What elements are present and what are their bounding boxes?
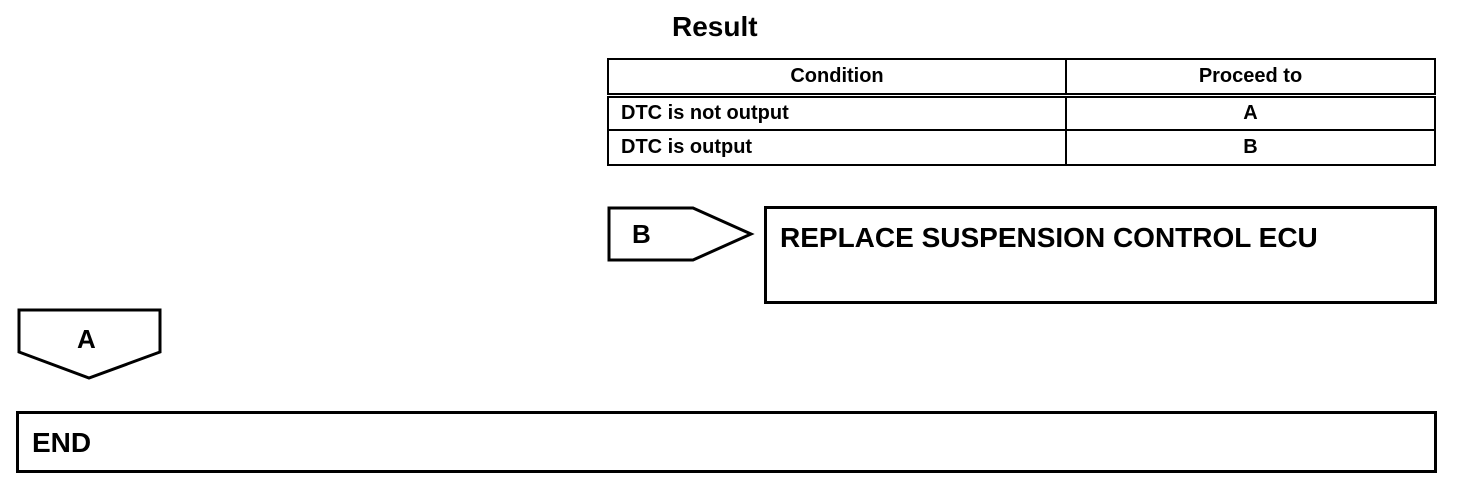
branch-b-arrow-shape [607,206,755,262]
proceed-to-cell: A [1065,94,1436,131]
table-row: DTC is not output A [607,94,1436,131]
branch-a-label: A [77,324,96,354]
result-table: Condition Proceed to DTC is not output A… [607,58,1436,166]
proceed-to-header: Proceed to [1065,58,1436,98]
condition-header: Condition [607,58,1067,98]
table-header-row: Condition Proceed to [607,58,1436,98]
replace-ecu-box: REPLACE SUSPENSION CONTROL ECU [764,206,1437,304]
condition-cell: DTC is not output [607,94,1067,131]
branch-b-label: B [632,219,651,249]
proceed-to-cell: B [1065,129,1436,166]
condition-cell: DTC is output [607,129,1067,166]
end-box: END [16,411,1437,473]
result-title: Result [672,11,758,42]
table-row: DTC is output B [607,129,1436,166]
